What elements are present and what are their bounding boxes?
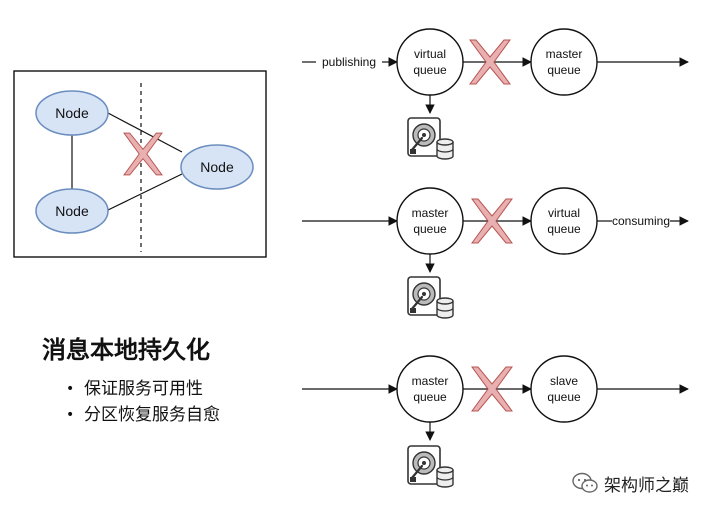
row-1-queue-a bbox=[396, 28, 464, 96]
row-2-queue-a bbox=[396, 187, 464, 255]
edge-2-3 bbox=[107, 173, 183, 211]
bullet-list: 保证服务可用性 分区恢复服务自愈 bbox=[66, 376, 220, 428]
row-3-queue-b bbox=[530, 355, 598, 423]
watermark-text: 架构师之巅 bbox=[604, 475, 689, 496]
row-1-in-label: publishing bbox=[322, 55, 376, 69]
row-1-disk-icon bbox=[406, 116, 455, 161]
row-3-queue-a-line2: queue bbox=[413, 390, 447, 404]
row-1-queue-b-line1: master bbox=[546, 47, 583, 61]
row-2: master queue virtual queue consuming bbox=[302, 187, 689, 320]
row-3-disk-icon bbox=[406, 444, 455, 489]
bullet-item: 分区恢复服务自愈 bbox=[66, 402, 220, 428]
row-2-queue-a-line1: master bbox=[412, 206, 449, 220]
node-2-label: Node bbox=[55, 203, 89, 219]
node-1 bbox=[35, 90, 109, 136]
row-2-queue-b-line2: queue bbox=[547, 222, 581, 236]
row-3-queue-b-line2: queue bbox=[547, 390, 581, 404]
node-2 bbox=[35, 188, 109, 234]
wechat-icon bbox=[572, 472, 598, 493]
row-2-queue-a-line2: queue bbox=[413, 222, 447, 236]
row-2-queue-b-line1: virtual bbox=[548, 206, 580, 220]
watermark: 架构师之巅 bbox=[572, 470, 689, 496]
row-3-queue-b-line1: slave bbox=[550, 374, 578, 388]
edge-1-3 bbox=[107, 112, 183, 153]
left-panel: Node Node Node bbox=[13, 70, 267, 258]
row-1-queue-a-line2: queue bbox=[413, 63, 447, 77]
row-2-out-label: consuming bbox=[612, 214, 670, 228]
row-1-queue-b bbox=[530, 28, 598, 96]
section-title: 消息本地持久化 bbox=[42, 336, 210, 364]
row-1: publishing virtual queue master queue bbox=[302, 28, 689, 161]
node-3-label: Node bbox=[200, 159, 234, 175]
row-1-queue-a-line1: virtual bbox=[414, 47, 446, 61]
row-3: master queue slave queue bbox=[302, 355, 689, 489]
node-1-label: Node bbox=[55, 105, 89, 121]
row-2-queue-b bbox=[530, 187, 598, 255]
row-1-queue-b-line2: queue bbox=[547, 63, 581, 77]
row-2-disk-icon bbox=[406, 275, 455, 320]
node-3 bbox=[180, 144, 254, 190]
row-3-queue-a-line1: master bbox=[412, 374, 449, 388]
bullet-item: 保证服务可用性 bbox=[66, 376, 220, 402]
row-3-queue-a bbox=[396, 355, 464, 423]
